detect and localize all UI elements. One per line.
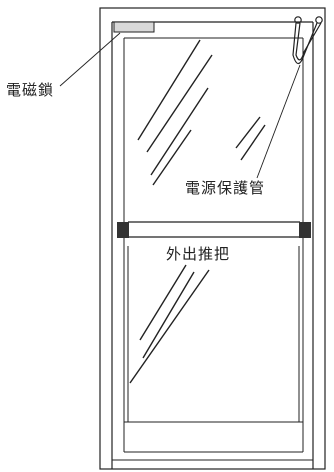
push-bar-left-bracket [117,222,129,238]
leader-lines [59,32,301,179]
glass-reflection-upper [137,39,266,186]
push-bar [117,221,311,238]
outer-frame [99,7,326,470]
glass-reflection-lower [129,264,210,384]
door-frame [99,7,326,470]
label-cable-conduit: 電源保護管 [185,179,265,197]
push-bar-right-bracket [299,222,311,238]
magnetic-lock [113,21,155,33]
door-leaf [112,37,313,461]
cable-conduit [292,16,323,65]
label-magnetic-lock: 電磁鎖 [6,81,54,99]
leader-magnetic-lock [59,32,121,87]
label-push-bar: 外出推把 [166,245,230,263]
leader-cable-conduit [256,64,301,179]
